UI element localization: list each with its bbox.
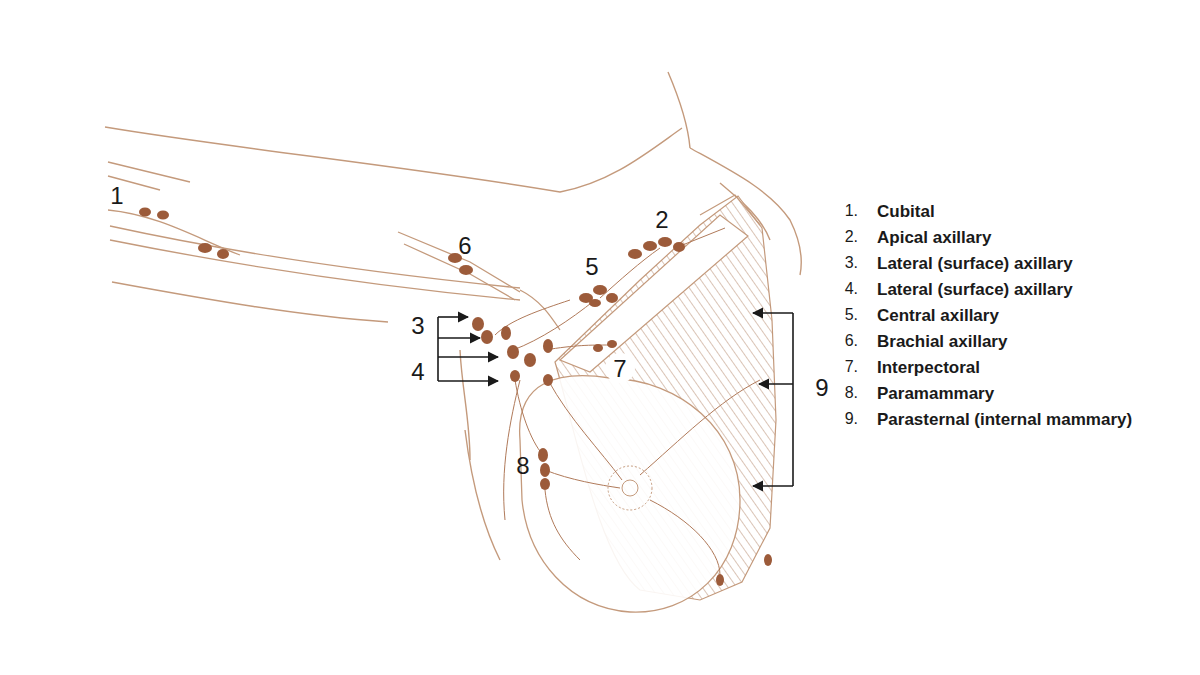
arm-vessels bbox=[108, 210, 240, 255]
key-number: 9. bbox=[838, 411, 858, 427]
breast-outline bbox=[520, 376, 740, 613]
arm-vessels bbox=[110, 226, 520, 288]
key-number: 7. bbox=[838, 359, 858, 375]
key-number: 8. bbox=[838, 385, 858, 401]
interpectoral-marker bbox=[605, 353, 635, 383]
lymph-node bbox=[198, 243, 212, 253]
bracket bbox=[438, 380, 498, 382]
breast-outline bbox=[608, 466, 652, 510]
lymph-vessels bbox=[545, 470, 620, 488]
lymph-node bbox=[507, 345, 519, 359]
lymph-vessels bbox=[515, 380, 543, 455]
lymph-node bbox=[540, 478, 550, 490]
lymph-node bbox=[589, 299, 601, 307]
lymph-node bbox=[643, 241, 657, 251]
callout-number: 8 bbox=[516, 454, 529, 478]
bracket bbox=[753, 312, 793, 314]
body-outline bbox=[112, 282, 388, 322]
lymph-node bbox=[606, 293, 618, 303]
lymph-node bbox=[524, 353, 536, 367]
lymph-node bbox=[139, 208, 772, 587]
lymph-vessels bbox=[504, 380, 520, 520]
bracket bbox=[437, 357, 439, 381]
breast-outline bbox=[622, 480, 638, 496]
key-term: Paramammary bbox=[877, 385, 994, 402]
callout-number: 6 bbox=[458, 234, 471, 258]
lymph-node bbox=[673, 242, 685, 252]
lymph-node bbox=[217, 249, 229, 259]
callout-number: 1 bbox=[110, 184, 123, 208]
callout-number: 3 bbox=[411, 314, 424, 338]
key-number: 4. bbox=[838, 281, 858, 297]
key-number: 6. bbox=[838, 333, 858, 349]
lymph-vessels bbox=[545, 490, 580, 560]
callout-number: 4 bbox=[411, 360, 424, 384]
key-number: 5. bbox=[838, 307, 858, 323]
lymph-vessels bbox=[600, 248, 660, 298]
key-term: Interpectoral bbox=[877, 359, 980, 376]
key-number: 2. bbox=[838, 229, 858, 245]
bracket bbox=[438, 337, 480, 339]
body-outline bbox=[465, 430, 500, 560]
lymph-vessels bbox=[548, 380, 622, 480]
lymph-node bbox=[538, 448, 548, 462]
bracket bbox=[759, 383, 793, 385]
lymph-node bbox=[157, 211, 169, 220]
bracket bbox=[792, 313, 794, 486]
lymph-node bbox=[139, 208, 151, 217]
lymph-vessels bbox=[640, 380, 760, 475]
lymph-node bbox=[543, 339, 553, 353]
lymph-node bbox=[593, 344, 603, 352]
body-outline bbox=[105, 127, 682, 192]
key-number: 3. bbox=[838, 255, 858, 271]
breast-outline bbox=[520, 376, 740, 613]
pectoral-muscle bbox=[700, 195, 760, 225]
arm-vessels bbox=[398, 232, 520, 292]
lymph-node bbox=[607, 340, 617, 348]
lymph-vessels bbox=[513, 300, 595, 350]
body-outline bbox=[668, 72, 690, 148]
arm-vessels bbox=[108, 162, 560, 330]
key-term: Parasternal (internal mammary) bbox=[877, 411, 1132, 428]
lymph-node bbox=[501, 326, 511, 340]
lymph-node bbox=[481, 330, 493, 344]
lymph-node bbox=[716, 574, 724, 586]
lymph-node bbox=[472, 317, 484, 331]
key-number: 1. bbox=[838, 203, 858, 219]
lymph-vessels bbox=[495, 228, 760, 575]
lymph-node bbox=[543, 374, 553, 386]
interpectoral-marker bbox=[605, 353, 635, 383]
bracket bbox=[753, 485, 793, 487]
lymph-node bbox=[764, 554, 772, 566]
lymph-node bbox=[510, 370, 520, 382]
bracket bbox=[438, 356, 498, 358]
body-outline bbox=[460, 350, 470, 460]
bracket bbox=[438, 316, 468, 318]
bracket bbox=[437, 317, 439, 357]
key-term: Cubital bbox=[877, 203, 935, 220]
pectoral-muscle bbox=[560, 215, 748, 372]
lymph-node bbox=[593, 285, 607, 295]
lymph-vessels bbox=[650, 500, 720, 575]
lymph-node bbox=[628, 249, 642, 259]
key-term: Lateral (surface) axillary bbox=[877, 281, 1073, 298]
callout-number: 7 bbox=[613, 357, 626, 381]
callout-number: 2 bbox=[655, 208, 668, 232]
lymph-node bbox=[658, 237, 672, 247]
lymph-vessels bbox=[680, 228, 725, 246]
lymph-node bbox=[540, 463, 550, 477]
callout-number: 5 bbox=[585, 255, 598, 279]
key-term: Lateral (surface) axillary bbox=[877, 255, 1073, 272]
key-term: Central axillary bbox=[877, 307, 999, 324]
key-term: Apical axillary bbox=[877, 229, 991, 246]
callout-number: 9 bbox=[815, 376, 828, 400]
key-term: Brachial axillary bbox=[877, 333, 1007, 350]
lymph-node bbox=[459, 265, 473, 275]
bracket bbox=[438, 313, 793, 486]
